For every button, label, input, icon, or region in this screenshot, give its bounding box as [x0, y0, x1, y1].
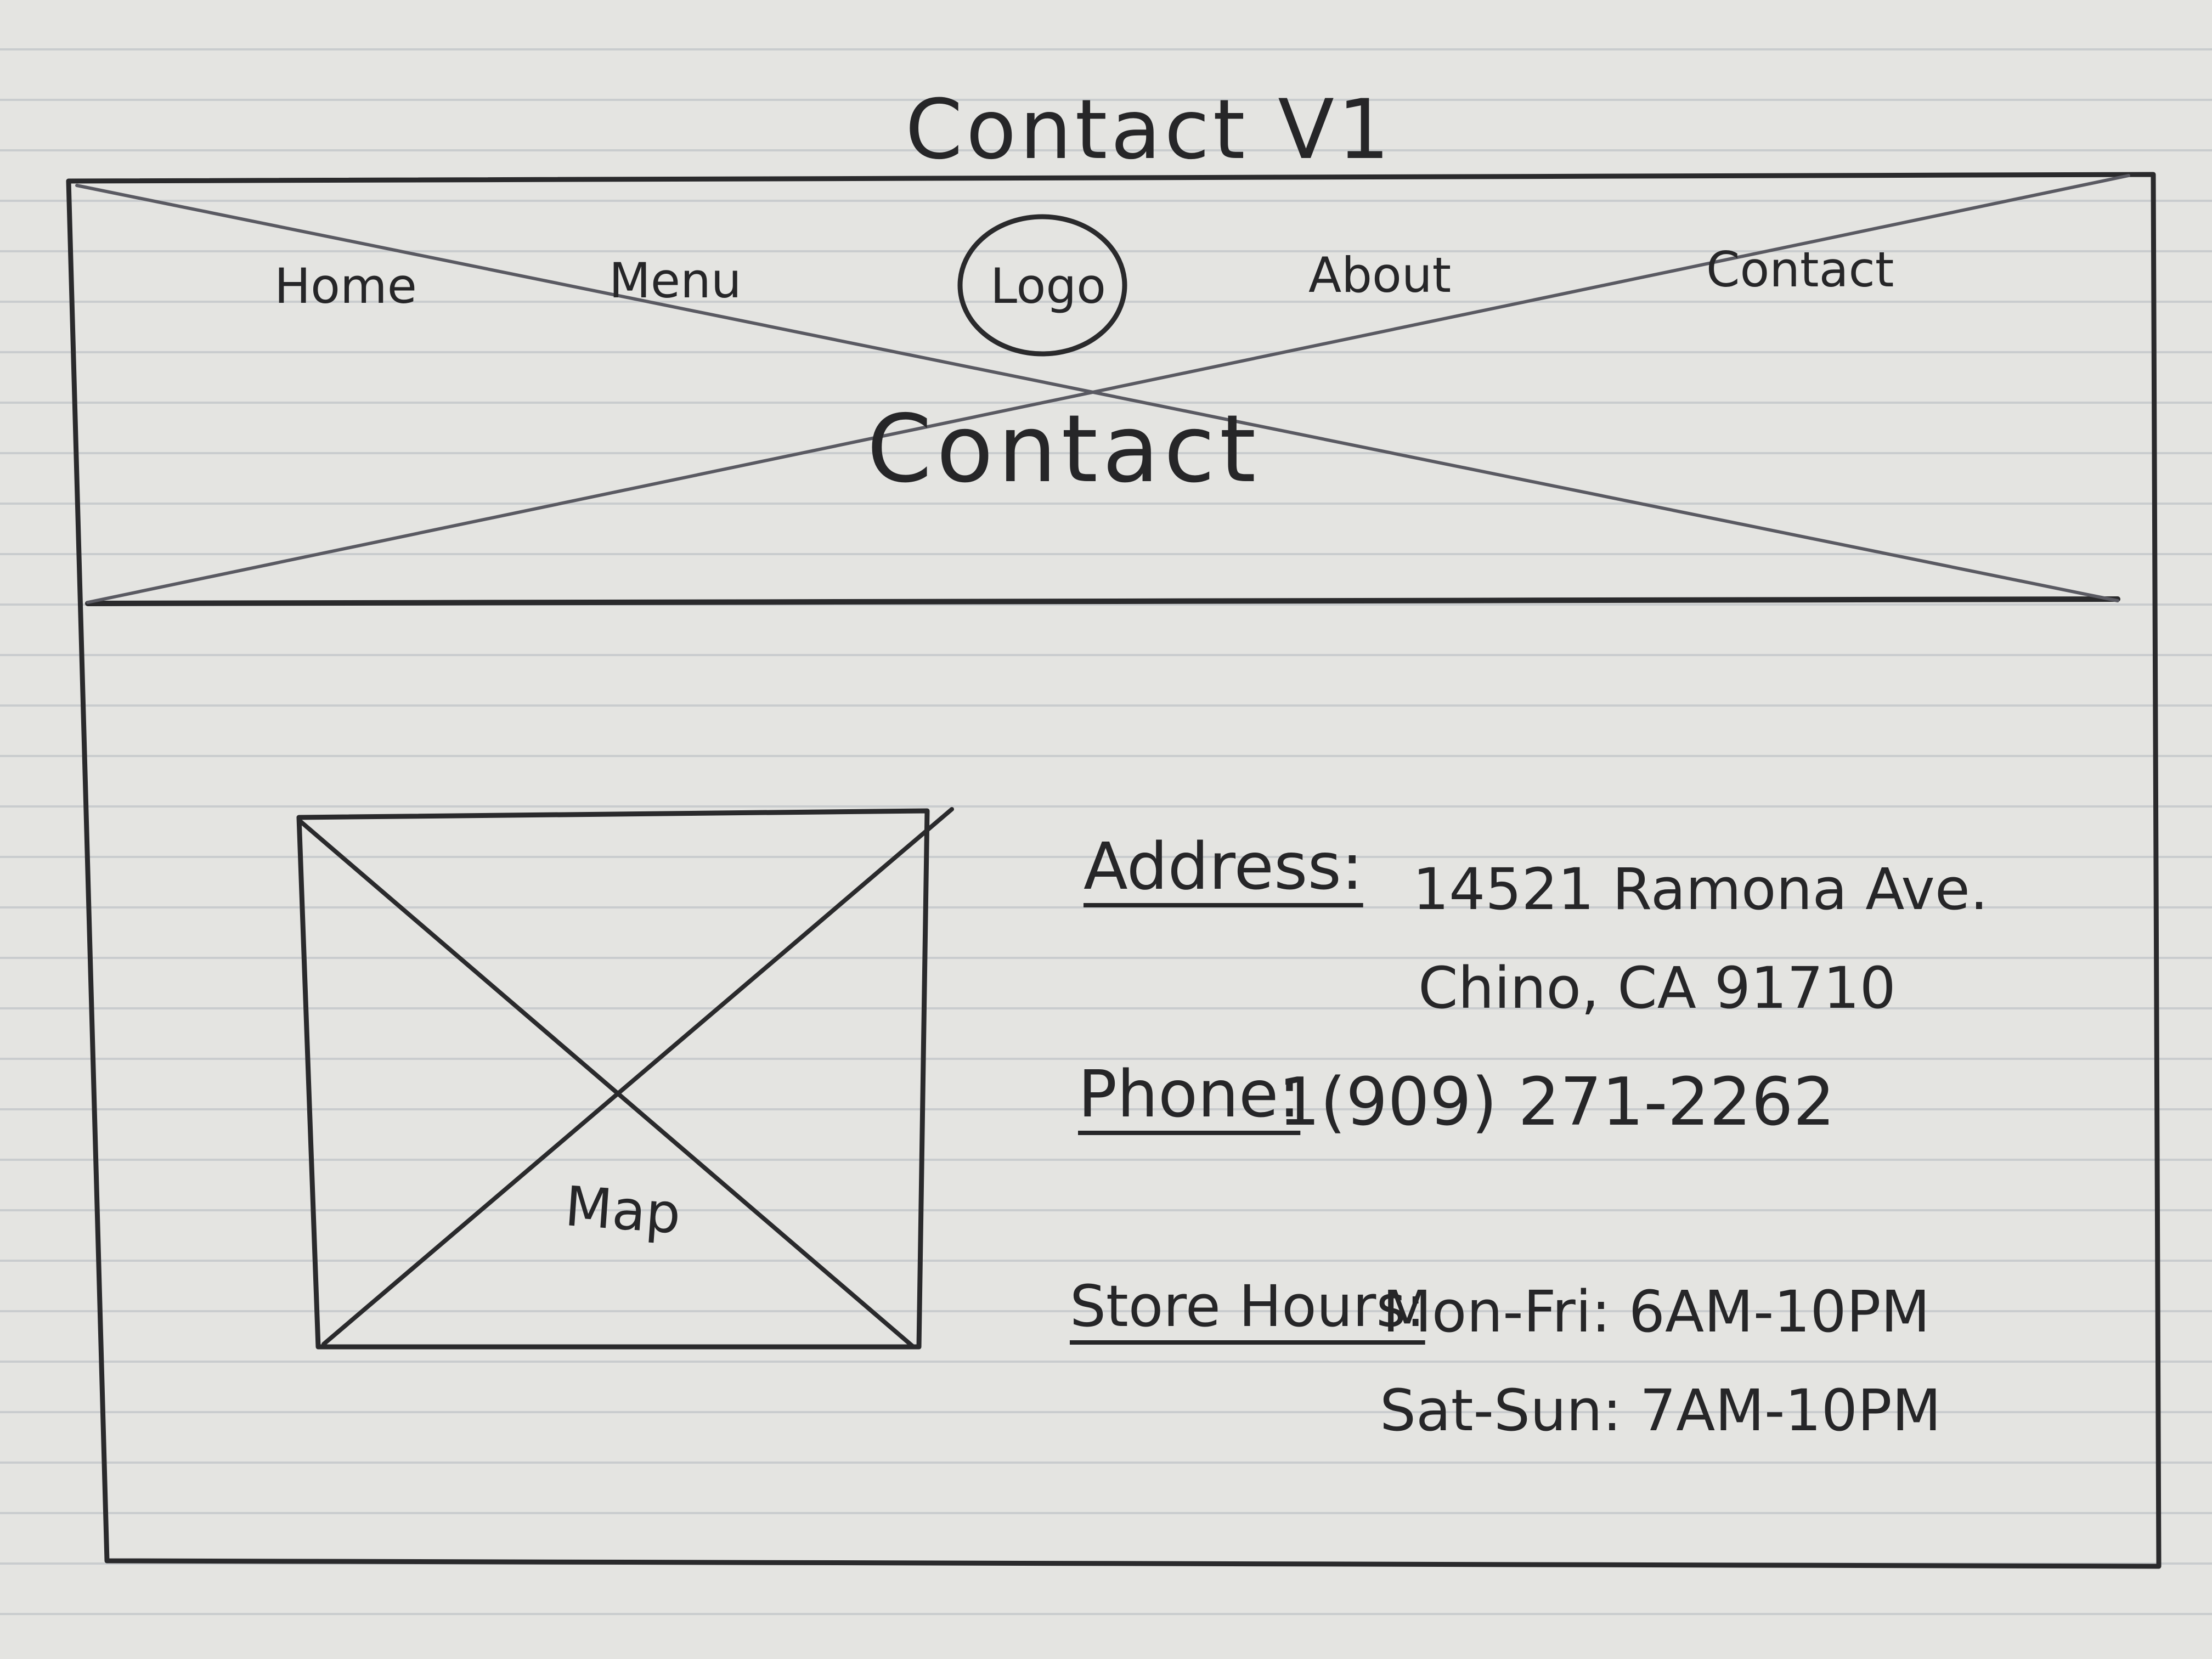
nav-contact-link[interactable]: Contact [1706, 241, 1894, 298]
map-box [296, 808, 930, 1350]
address-label: Address: [1084, 828, 1363, 904]
header-divider [85, 596, 2120, 606]
address-line-1: 14521 Ramona Ave. [1413, 856, 1988, 923]
logo-placeholder[interactable]: Logo [990, 258, 1107, 314]
nav-home-link[interactable]: Home [274, 258, 417, 314]
phone-number[interactable]: 1(909) 271-2262 [1278, 1064, 1835, 1141]
hours-weekend: Sat-Sun: 7AM-10PM [1380, 1377, 1942, 1444]
store-hours-label: Store Hours: [1070, 1273, 1425, 1340]
page-frame [66, 172, 2162, 1569]
page-title: Contact V1 [905, 82, 1393, 178]
phone-label: Phone: [1078, 1056, 1301, 1132]
hero-placeholder-line-1 [75, 184, 2119, 602]
nav-about-link[interactable]: About [1308, 247, 1452, 303]
nav-menu-link[interactable]: Menu [609, 252, 742, 309]
map-placeholder-label: Map [562, 1174, 683, 1246]
address-line-2: Chino, CA 91710 [1418, 955, 1896, 1022]
hero-title: Contact [867, 395, 1261, 504]
hours-weekday: Mon-Fri: 6AM-10PM [1383, 1278, 1931, 1345]
logo-circle [957, 214, 1127, 357]
map-placeholder-line-2 [321, 807, 954, 1346]
map-placeholder-line-1 [297, 818, 916, 1349]
hero-placeholder-line-2 [86, 174, 2130, 604]
